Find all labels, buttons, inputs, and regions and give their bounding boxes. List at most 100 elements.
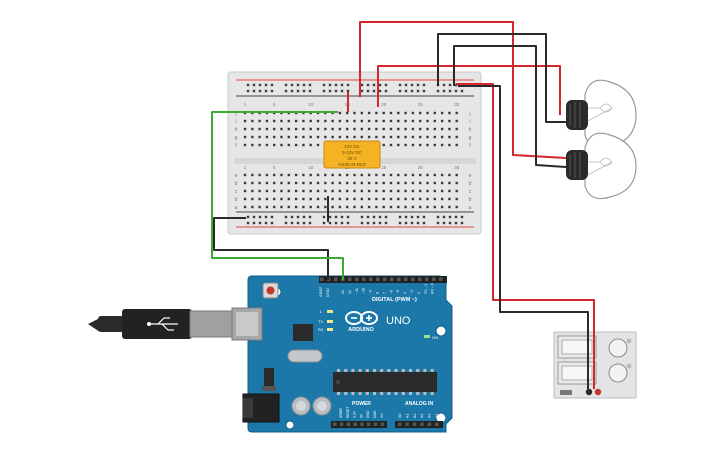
breadboard-hole[interactable]	[419, 111, 422, 115]
breadboard-hole[interactable]	[397, 181, 400, 185]
breadboard-hole[interactable]	[382, 119, 385, 123]
rail-hole[interactable]	[258, 89, 262, 93]
breadboard-hole[interactable]	[382, 181, 385, 185]
rail-hole[interactable]	[308, 215, 312, 219]
breadboard-hole[interactable]	[280, 181, 283, 185]
wire-red-bulb2[interactable]	[359, 21, 567, 159]
breadboard-hole[interactable]	[309, 197, 312, 201]
breadboard-hole[interactable]	[353, 127, 356, 131]
breadboard-hole[interactable]	[265, 135, 269, 139]
rail-hole[interactable]	[372, 83, 376, 87]
breadboard-hole[interactable]	[338, 205, 342, 209]
rail-hole[interactable]	[334, 83, 338, 87]
breadboard-hole[interactable]	[243, 173, 247, 177]
rail-hole[interactable]	[252, 89, 256, 93]
breadboard-hole[interactable]	[251, 181, 254, 185]
breadboard-hole[interactable]	[243, 189, 247, 193]
breadboard-hole[interactable]	[316, 189, 320, 193]
breadboard-hole[interactable]	[419, 135, 422, 139]
breadboard-hole[interactable]	[448, 197, 451, 201]
breadboard-hole[interactable]	[265, 119, 269, 123]
rail-hole[interactable]	[334, 215, 338, 219]
breadboard-hole[interactable]	[397, 127, 400, 131]
breadboard-hole[interactable]	[243, 181, 247, 185]
breadboard-hole[interactable]	[426, 173, 429, 177]
breadboard-hole[interactable]	[360, 205, 363, 209]
rail-hole[interactable]	[436, 221, 440, 225]
rail-hole[interactable]	[442, 221, 446, 225]
rail-hole[interactable]	[246, 215, 250, 219]
breadboard-hole[interactable]	[302, 205, 305, 209]
breadboard-hole[interactable]	[316, 205, 320, 209]
rail-hole[interactable]	[252, 83, 256, 87]
analog-pin-hole[interactable]	[435, 422, 439, 427]
rail-hole[interactable]	[246, 83, 250, 87]
breadboard-hole[interactable]	[382, 173, 385, 177]
breadboard-hole[interactable]	[411, 197, 415, 201]
rail-hole[interactable]	[366, 221, 370, 225]
breadboard-hole[interactable]	[273, 205, 276, 209]
breadboard-hole[interactable]	[273, 135, 276, 139]
rail-hole[interactable]	[454, 89, 458, 93]
breadboard-hole[interactable]	[353, 197, 356, 201]
breadboard-hole[interactable]	[287, 189, 290, 193]
usb-cable[interactable]	[88, 309, 233, 339]
breadboard-hole[interactable]	[243, 135, 247, 139]
breadboard-hole[interactable]	[353, 111, 356, 115]
breadboard-hole[interactable]	[287, 173, 290, 177]
wire-black-bulb2[interactable]	[453, 45, 567, 168]
breadboard-hole[interactable]	[419, 181, 422, 185]
breadboard-hole[interactable]	[367, 205, 371, 209]
rail-hole[interactable]	[270, 83, 274, 87]
rail-hole[interactable]	[422, 221, 426, 225]
breadboard-hole[interactable]	[397, 119, 400, 123]
power-pin-hole[interactable]	[353, 422, 357, 427]
breadboard-hole[interactable]	[338, 181, 342, 185]
breadboard-hole[interactable]	[346, 197, 349, 201]
breadboard-hole[interactable]	[294, 127, 298, 131]
breadboard-hole[interactable]	[346, 189, 349, 193]
breadboard-hole[interactable]	[397, 197, 400, 201]
breadboard-hole[interactable]	[375, 189, 378, 193]
rail-hole[interactable]	[290, 83, 294, 87]
digital-pin-hole[interactable]	[355, 277, 359, 282]
breadboard-hole[interactable]	[375, 119, 378, 123]
breadboard-hole[interactable]	[353, 205, 356, 209]
digital-pin-hole[interactable]	[369, 277, 373, 282]
rail-hole[interactable]	[290, 221, 294, 225]
rail-hole[interactable]	[360, 89, 364, 93]
breadboard-hole[interactable]	[367, 135, 371, 139]
rail-hole[interactable]	[340, 89, 344, 93]
rail-hole[interactable]	[360, 215, 364, 219]
breadboard-hole[interactable]	[273, 189, 276, 193]
breadboard-hole[interactable]	[455, 143, 458, 147]
breadboard-hole[interactable]	[367, 173, 371, 177]
digital-pin-hole[interactable]	[432, 277, 436, 282]
rail-hole[interactable]	[308, 221, 312, 225]
breadboard-hole[interactable]	[433, 119, 436, 123]
breadboard-hole[interactable]	[367, 181, 371, 185]
breadboard-hole[interactable]	[404, 173, 407, 177]
power-switch[interactable]	[560, 390, 572, 395]
wire-black-supply[interactable]	[458, 85, 589, 389]
rail-hole[interactable]	[404, 215, 408, 219]
wire-black-gnd[interactable]	[213, 217, 329, 280]
breadboard-hole[interactable]	[411, 205, 415, 209]
breadboard-hole[interactable]	[353, 189, 356, 193]
breadboard-hole[interactable]	[426, 127, 429, 131]
breadboard-hole[interactable]	[440, 127, 444, 131]
breadboard-hole[interactable]	[426, 111, 429, 115]
breadboard-hole[interactable]	[455, 173, 458, 177]
rail-hole[interactable]	[334, 89, 338, 93]
breadboard-hole[interactable]	[258, 135, 261, 139]
voltage-knob[interactable]	[608, 338, 628, 358]
breadboard-hole[interactable]	[316, 127, 320, 131]
breadboard-hole[interactable]	[346, 135, 349, 139]
rail-hole[interactable]	[398, 221, 402, 225]
breadboard-hole[interactable]	[302, 135, 305, 139]
breadboard-hole[interactable]	[338, 189, 342, 193]
breadboard-hole[interactable]	[294, 197, 298, 201]
rail-hole[interactable]	[460, 221, 464, 225]
analog-pin-hole[interactable]	[420, 422, 424, 427]
rail-hole[interactable]	[360, 221, 364, 225]
